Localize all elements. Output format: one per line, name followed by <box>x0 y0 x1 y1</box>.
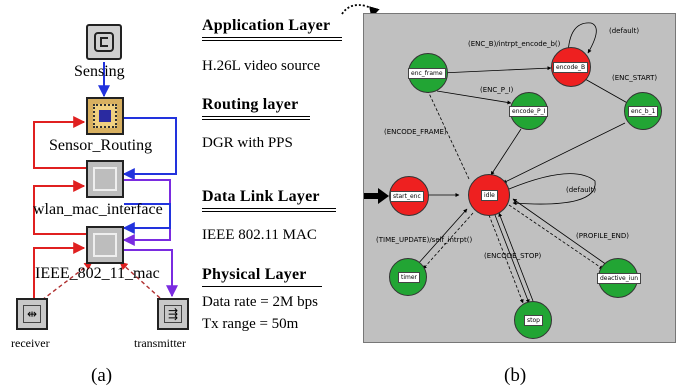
physical-layer-text-rate: Data rate = 2M bps <box>202 294 318 310</box>
node-model-links <box>33 62 178 301</box>
link-routing-wlan-blue <box>122 117 177 180</box>
state-encode-p-i[interactable]: encode_P_I <box>509 92 549 130</box>
sensing-node[interactable] <box>86 24 122 60</box>
transition-label: (default) <box>566 186 597 194</box>
heading-underline <box>202 119 310 120</box>
queue-block-icon <box>93 167 117 191</box>
wlan-mac-interface-label: wlan_mac_interface <box>33 201 163 218</box>
state-label: deactive_iun <box>597 273 642 284</box>
link-wlan-mac-blue <box>122 203 171 234</box>
transition-label: (ENC_B)/intrpt_encode_b() <box>468 40 561 48</box>
heading-underline <box>202 208 336 209</box>
state-label: enc_frame <box>408 68 446 79</box>
datalink-layer-text: IEEE 802.11 MAC <box>202 227 317 243</box>
caption-b: (b) <box>504 365 527 386</box>
transition-label: (default) <box>609 27 640 35</box>
heading-underline <box>202 116 310 117</box>
sensor-routing-label: Sensor_Routing <box>49 137 153 154</box>
state-label: encode_P_I <box>509 106 549 117</box>
state-idle[interactable]: idle <box>468 174 510 216</box>
state-label: enc_b_1 <box>628 106 659 117</box>
state-label: start_enc <box>390 191 424 202</box>
antenna-receive-icon: ⇹ <box>23 305 41 323</box>
receiver-node[interactable]: ⇹ <box>16 298 48 330</box>
link-stat-dash-1 <box>41 261 93 301</box>
state-timer[interactable]: timer <box>389 258 427 296</box>
ieee-mac-label: IEEE_802_11_mac <box>35 265 160 282</box>
ieee-mac-node[interactable] <box>86 226 124 264</box>
receiver-label: receiver <box>11 336 50 350</box>
application-to-fsm-arrow <box>341 4 380 19</box>
entry-arrow-icon <box>364 188 389 204</box>
transmitter-label: transmitter <box>134 336 186 350</box>
link-wlan-mac-red <box>33 180 87 235</box>
antenna-transmit-icon: ⇶ <box>164 305 182 323</box>
state-label: stop <box>524 315 543 326</box>
heading-underline <box>202 211 336 212</box>
application-layer-heading: Application Layer <box>202 17 331 34</box>
state-label: idle <box>481 190 498 201</box>
datalink-layer-heading: Data Link Layer <box>202 188 320 205</box>
state-encode-b[interactable]: encode_B <box>551 47 591 87</box>
sensing-icon <box>94 32 114 52</box>
transition-label: (ENCODE_FRAME) <box>384 128 447 136</box>
transition-label: (ENC_START) <box>612 74 658 82</box>
link-mac-transmitter-purple <box>124 249 178 298</box>
routing-layer-text: DGR with PPS <box>202 135 293 151</box>
state-stop[interactable]: stop <box>514 301 552 339</box>
link-mac-receiver-red <box>33 242 86 298</box>
state-label: timer <box>398 272 421 283</box>
fsm-transitions <box>416 22 632 304</box>
link-stat-dash-2 <box>119 261 161 299</box>
transition-label: (TIME_UPDATE)/self_intrpt() <box>376 236 473 244</box>
heading-underline <box>202 40 342 41</box>
heading-underline <box>202 286 322 287</box>
processor-chip-icon <box>93 104 117 128</box>
wlan-mac-interface-node[interactable] <box>86 160 124 198</box>
transition-label: (ENCODE_STOP) <box>484 252 542 260</box>
state-enc-frame[interactable]: enc_frame <box>408 53 448 93</box>
sensor-routing-node[interactable] <box>86 97 124 135</box>
heading-underline <box>202 37 342 38</box>
link-routing-wlan-red <box>33 116 87 169</box>
sensing-label: Sensing <box>74 63 125 80</box>
physical-layer-text-range: Tx range = 50m <box>202 316 299 332</box>
state-deactive-iun[interactable]: deactive_iun <box>597 258 642 298</box>
transition-label: (PROFILE_END) <box>576 232 630 240</box>
application-layer-text: H.26L video source <box>202 58 321 74</box>
routing-layer-heading: Routing layer <box>202 96 299 113</box>
state-label: encode_B <box>553 62 589 73</box>
state-enc-b-1[interactable]: enc_b_1 <box>624 92 662 130</box>
physical-layer-heading: Physical Layer <box>202 266 307 283</box>
caption-a: (a) <box>91 365 113 386</box>
state-start-enc[interactable]: start_enc <box>389 176 429 216</box>
transition-label: (ENC_P_I) <box>480 86 514 94</box>
transmitter-node[interactable]: ⇶ <box>157 298 189 330</box>
queue-block-icon <box>93 233 117 257</box>
